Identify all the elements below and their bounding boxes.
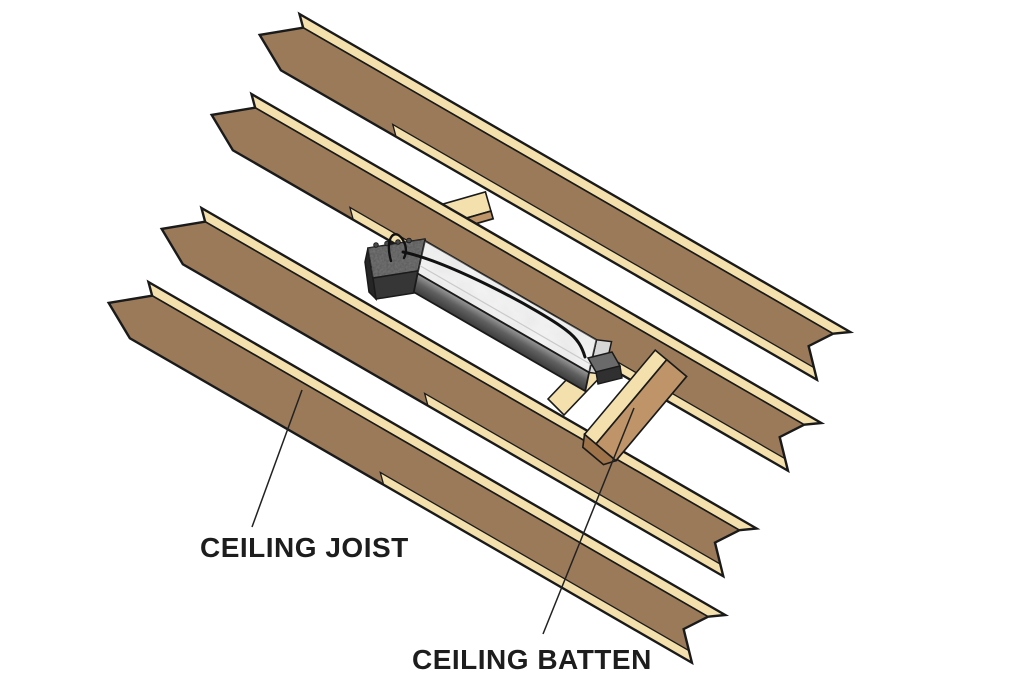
label-ceiling-joist: CEILING JOIST [200,532,409,563]
leader-line-joist [251,389,303,528]
ceiling-batten-right [581,348,688,466]
screw-bump [395,239,401,245]
label-ceiling-batten: CEILING BATTEN [412,644,652,675]
fixture-front-panel [412,272,591,393]
joist-outline [257,11,855,383]
ceiling-joist-1 [257,11,855,383]
batten-end-grain [581,432,618,466]
joist-outline [209,91,826,474]
connector-box [586,351,623,385]
power-cable [401,250,587,359]
screw-bump [406,237,412,244]
screw-bump [373,242,379,248]
ceiling-joist-4 [106,279,730,666]
connector-front [595,365,623,385]
wrap-seam [419,265,592,366]
joist-outline [159,205,761,579]
joist-top-edge [250,92,824,426]
light-fixture [364,233,623,393]
joist-outline [106,279,730,666]
leader-line-batten [542,407,635,635]
junction-box-texture [368,239,430,278]
